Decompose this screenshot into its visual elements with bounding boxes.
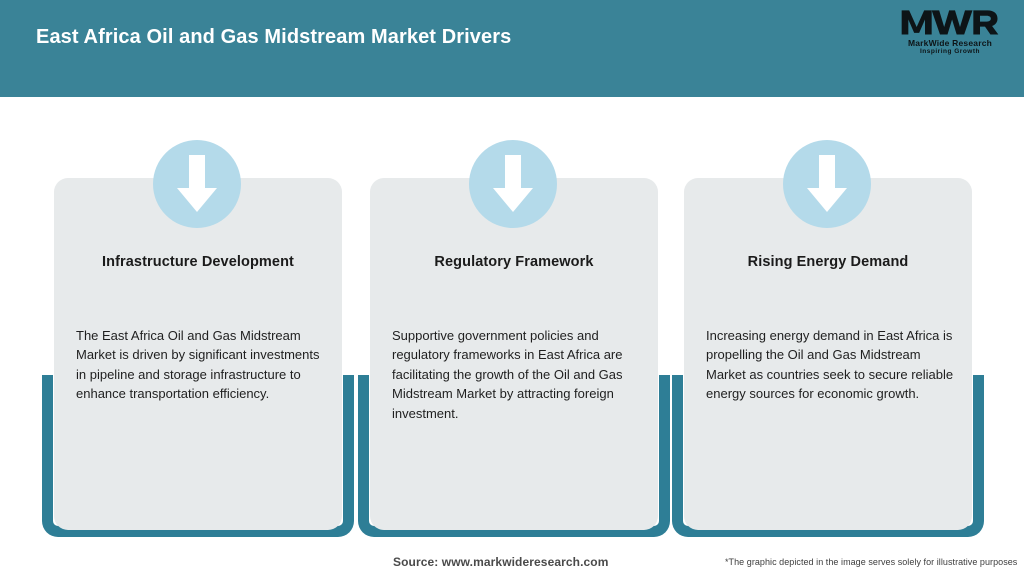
- source-label: Source: www.markwideresearch.com: [393, 555, 609, 569]
- card-title: Rising Energy Demand: [747, 254, 909, 270]
- card-body-text: Supportive government policies and regul…: [392, 328, 623, 421]
- page-header: East Africa Oil and Gas Midstream Market…: [0, 0, 1024, 97]
- logo-company-name: MarkWide Research: [907, 38, 993, 48]
- card-body-text: The East Africa Oil and Gas Midstream Ma…: [76, 328, 320, 402]
- card-body-text: Increasing energy demand in East Africa …: [706, 328, 954, 402]
- driver-card[interactable]: Rising Energy Demand Increasing energy d…: [684, 178, 972, 530]
- card-frame: [358, 375, 670, 537]
- card-frame: [672, 375, 984, 537]
- arrow-down-icon: [153, 140, 241, 228]
- card-title: Regulatory Framework: [434, 254, 594, 270]
- disclaimer-label: *The graphic depicted in the image serve…: [725, 557, 1018, 567]
- card-frame: [42, 375, 354, 537]
- page-title: East Africa Oil and Gas Midstream Market…: [36, 26, 512, 48]
- arrow-down-icon: [469, 140, 557, 228]
- card-title: Infrastructure Development: [102, 254, 294, 270]
- arrow-down-glyph: [493, 155, 533, 212]
- driver-column-1: Infrastructure Development The East Afri…: [42, 97, 354, 537]
- arrow-down-glyph: [177, 155, 217, 212]
- driver-card[interactable]: Infrastructure Development The East Afri…: [54, 178, 342, 530]
- mwr-logo-icon: [901, 10, 999, 35]
- arrow-down-icon: [783, 140, 871, 228]
- driver-card[interactable]: Regulatory Framework Supportive governme…: [370, 178, 658, 530]
- arrow-down-glyph: [807, 155, 847, 212]
- drivers-board: Infrastructure Development The East Afri…: [0, 97, 1024, 537]
- driver-column-3: Rising Energy Demand Increasing energy d…: [672, 97, 984, 537]
- brand-logo: MarkWide Research Inspiring Growth: [898, 7, 1002, 61]
- logo-tagline: Inspiring Growth: [920, 48, 980, 55]
- driver-column-2: Regulatory Framework Supportive governme…: [358, 97, 670, 537]
